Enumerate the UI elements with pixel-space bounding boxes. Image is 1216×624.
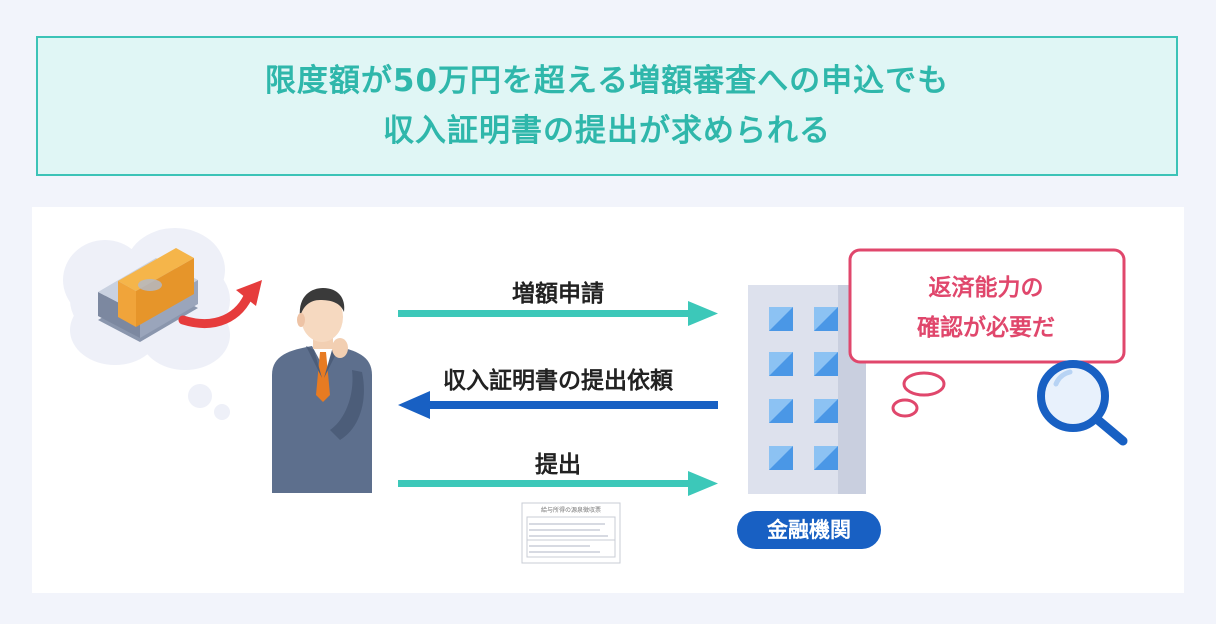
document-request-label: 収入証明書の提出依頼: [398, 361, 718, 395]
submit-label: 提出: [398, 445, 718, 479]
businessman-icon: [272, 288, 372, 493]
bank-thought-text: 返済能力の 確認が必要だ: [850, 268, 1122, 348]
building-icon: [748, 285, 866, 494]
magnifier-icon: [1041, 364, 1123, 441]
thought-line-1: 返済能力の: [850, 268, 1122, 308]
request-label: 増額申請: [398, 274, 718, 308]
bank-badge: 金融機関: [737, 511, 881, 549]
document-request-arrow: [398, 391, 718, 419]
thought-line-2: 確認が必要だ: [850, 308, 1122, 348]
document-title: 給与所得の源泉徴収票: [522, 505, 620, 514]
